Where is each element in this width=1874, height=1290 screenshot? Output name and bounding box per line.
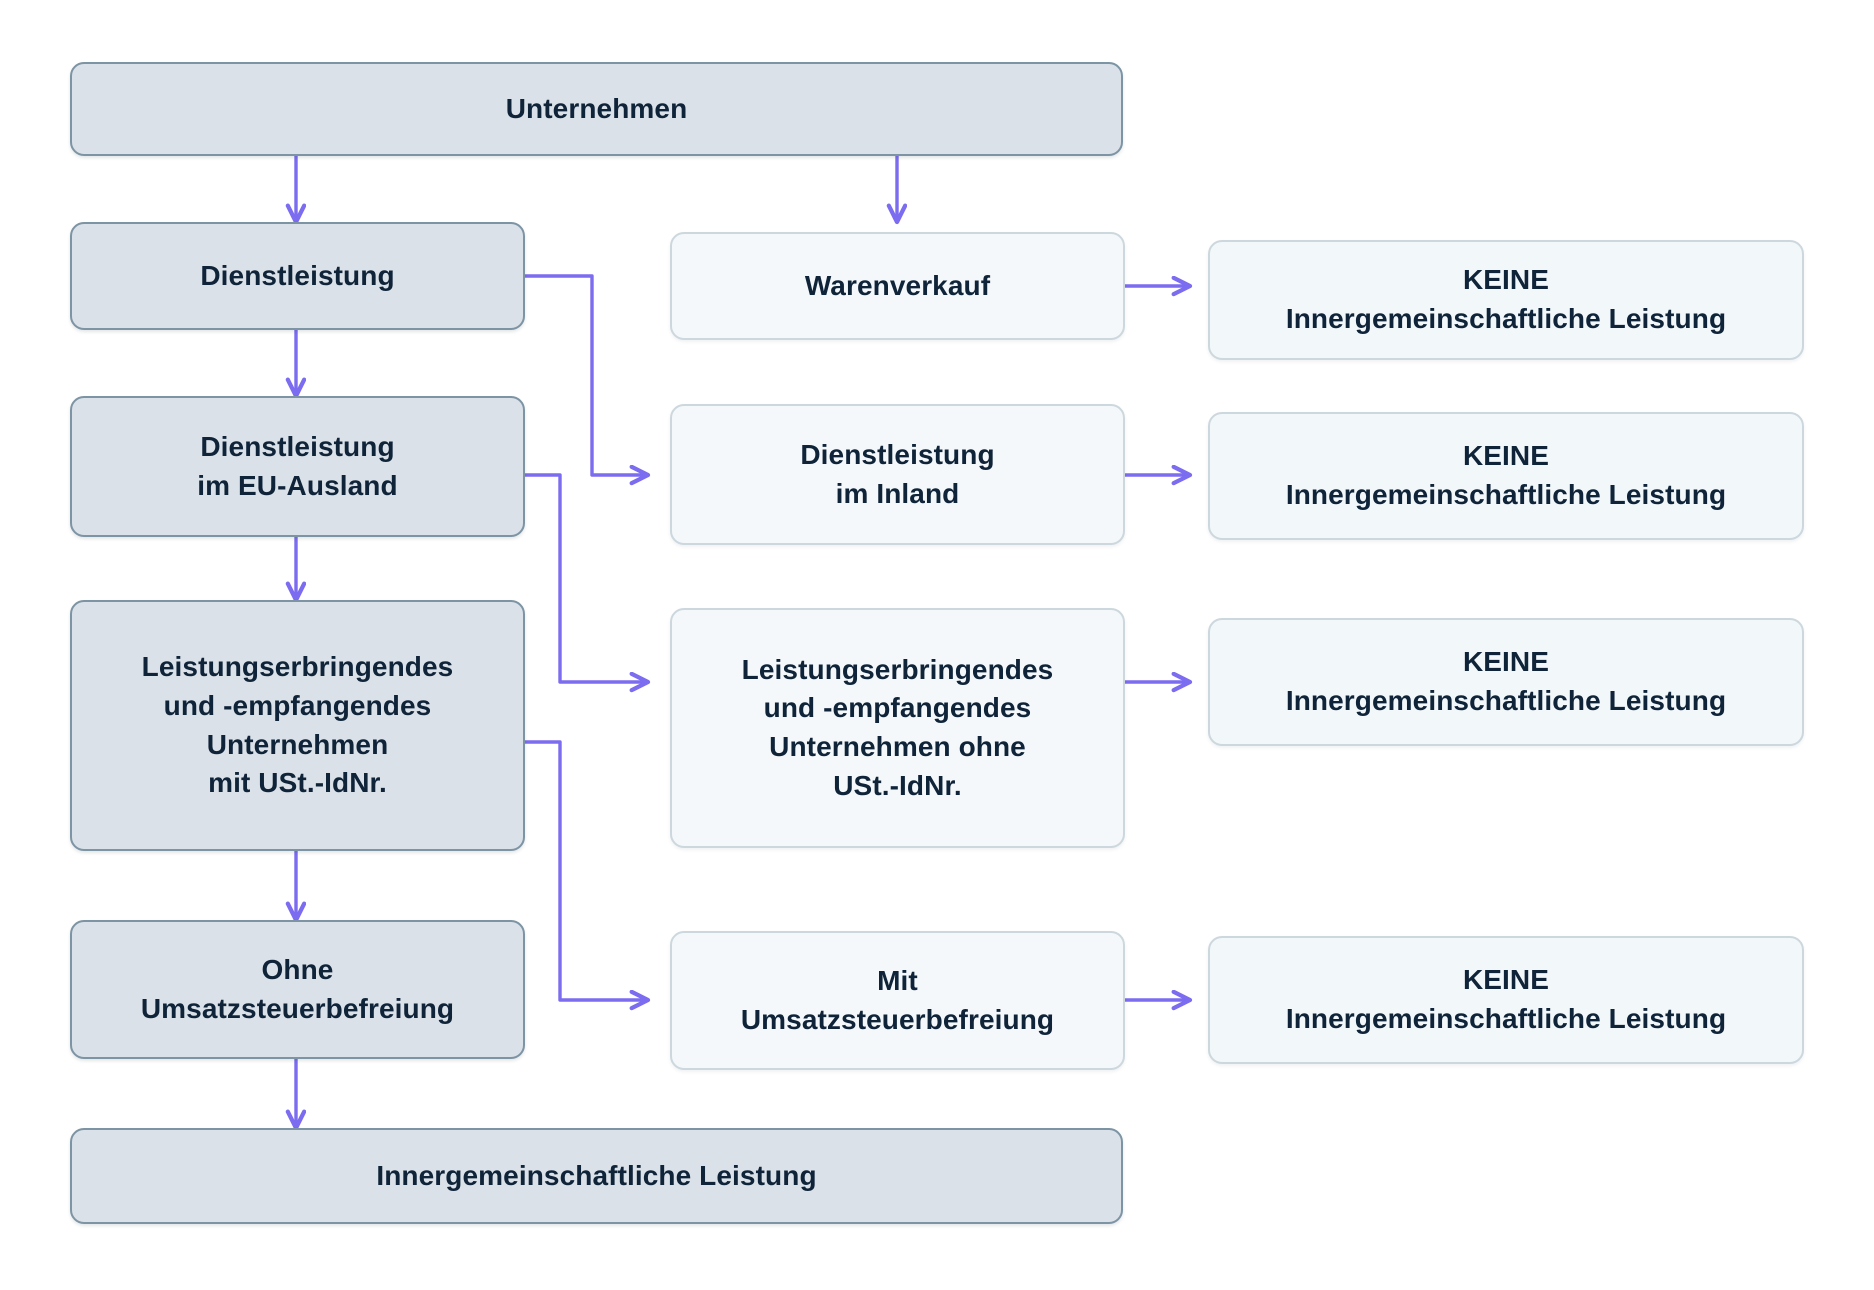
node-warenverkauf[interactable]: Warenverkauf xyxy=(670,232,1125,340)
node-keine-leistung-4[interactable]: KEINE Innergemeinschaftliche Leistung xyxy=(1208,936,1804,1064)
node-dienstleistung-inland[interactable]: Dienstleistung im Inland xyxy=(670,404,1125,545)
node-unternehmen-mit-ustidnr[interactable]: Leistungserbringendes und -empfangendes … xyxy=(70,600,525,851)
edge-dienstleistung-to-inland xyxy=(523,274,648,475)
node-unternehmen[interactable]: Unternehmen xyxy=(70,62,1123,156)
node-keine-leistung-1[interactable]: KEINE Innergemeinschaftliche Leistung xyxy=(1208,240,1804,360)
node-ohne-umsatzsteuerbefreiung[interactable]: Ohne Umsatzsteuerbefreiung xyxy=(70,920,525,1059)
node-innergemeinschaftliche-leistung[interactable]: Innergemeinschaftliche Leistung xyxy=(70,1128,1123,1224)
node-keine-leistung-2[interactable]: KEINE Innergemeinschaftliche Leistung xyxy=(1208,412,1804,540)
edge-eu-ausland-to-ohne-ustidnr xyxy=(523,473,648,682)
node-dienstleistung-eu-ausland[interactable]: Dienstleistung im EU-Ausland xyxy=(70,396,525,537)
node-keine-leistung-3[interactable]: KEINE Innergemeinschaftliche Leistung xyxy=(1208,618,1804,746)
node-unternehmen-ohne-ustidnr[interactable]: Leistungserbringendes und -empfangendes … xyxy=(670,608,1125,848)
node-mit-umsatzsteuerbefreiung[interactable]: Mit Umsatzsteuerbefreiung xyxy=(670,931,1125,1070)
edge-mit-ustidnr-to-mit-befreiung xyxy=(523,740,648,1000)
node-dienstleistung[interactable]: Dienstleistung xyxy=(70,222,525,330)
